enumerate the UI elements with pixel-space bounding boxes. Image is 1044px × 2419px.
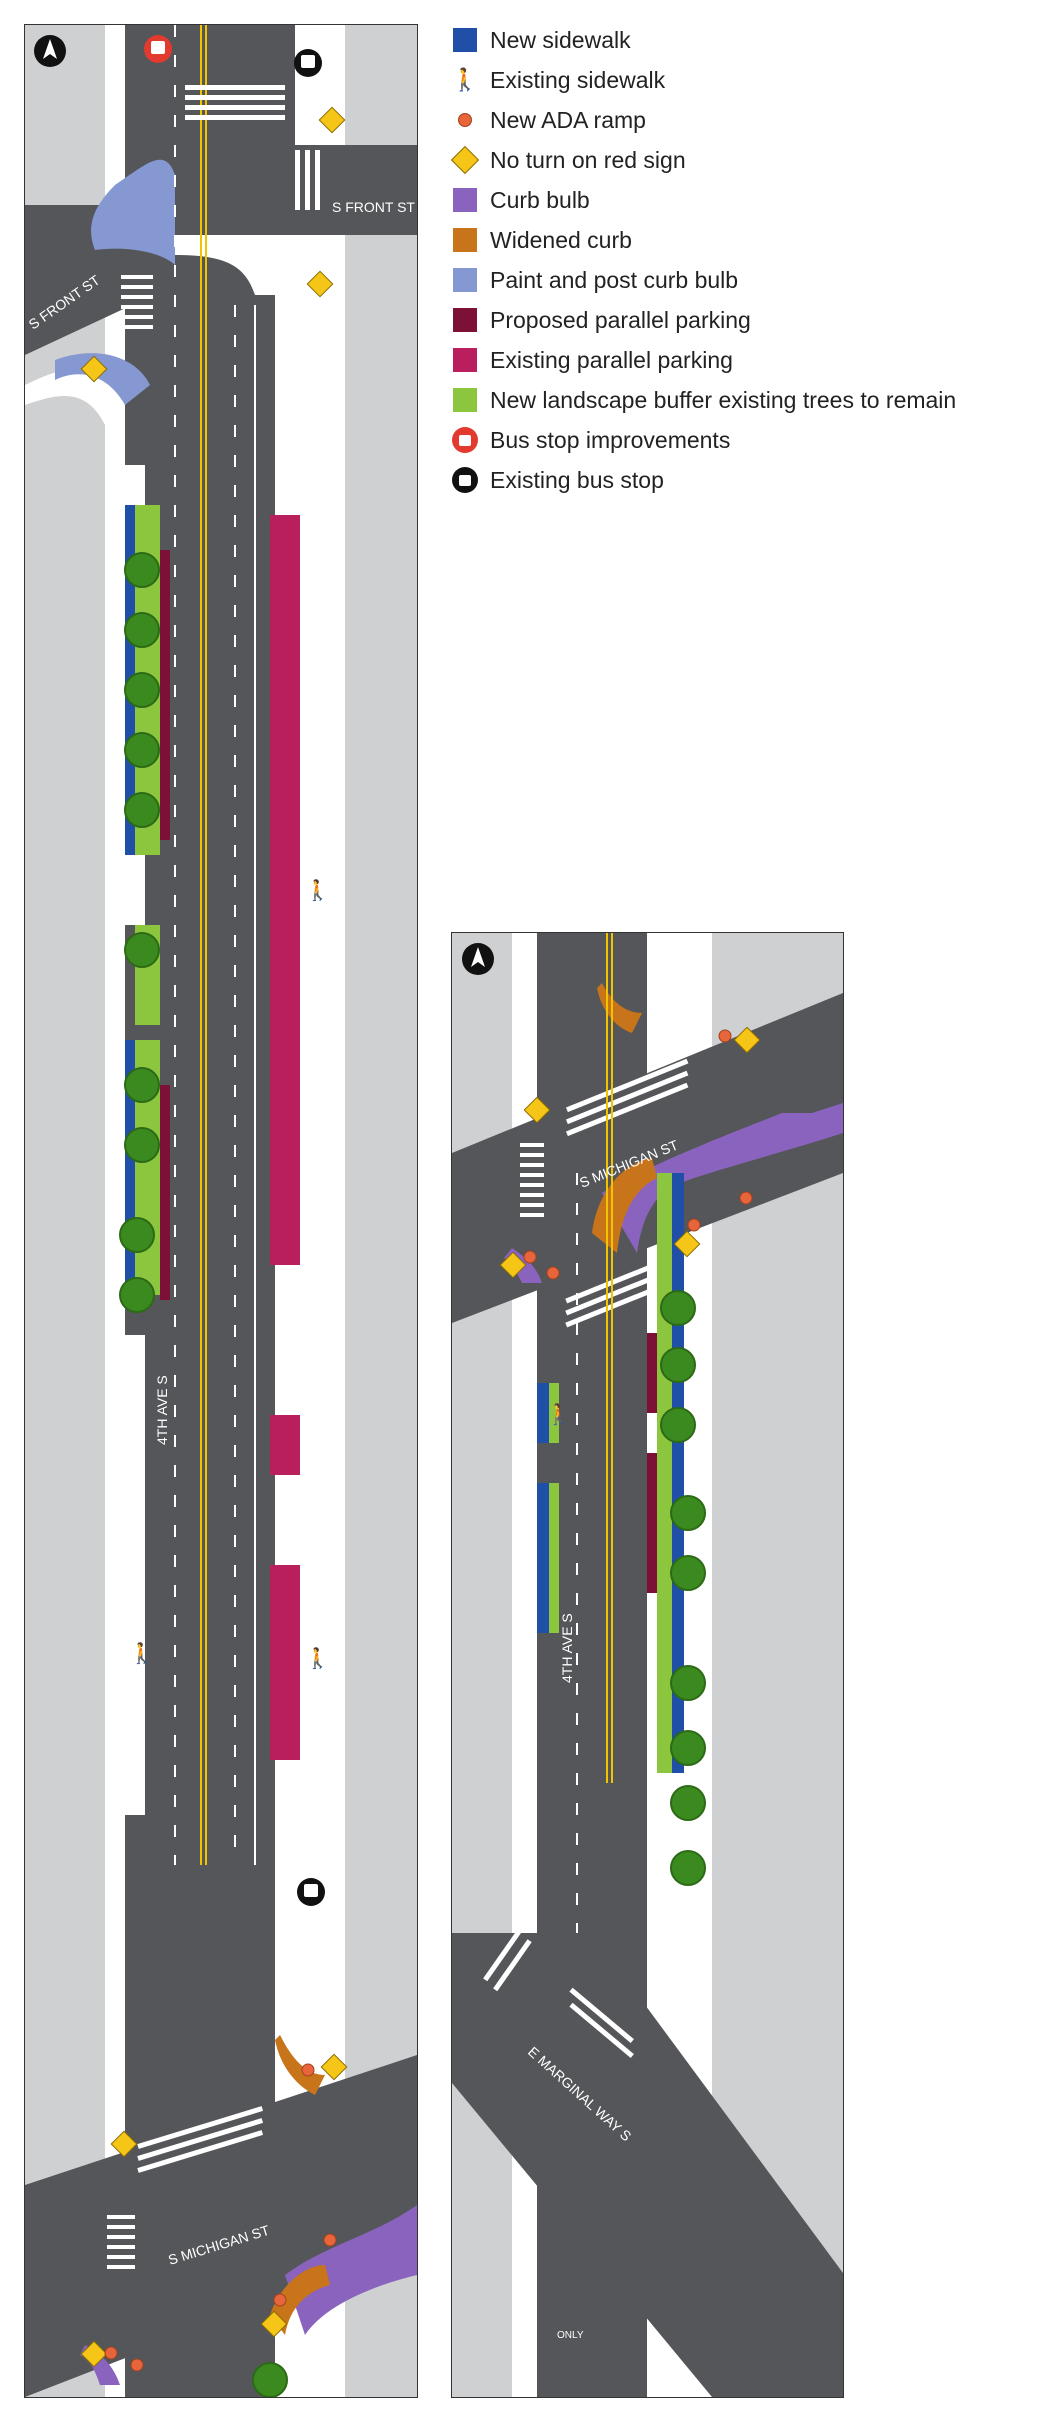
- legend-label: Proposed parallel parking: [490, 306, 751, 333]
- legend-item-proposed-parking: Proposed parallel parking: [450, 300, 1040, 340]
- widened-curb-4: [597, 983, 642, 1033]
- diamond-icon: [450, 145, 480, 175]
- square-icon: [450, 25, 480, 55]
- street-label-4th-ave-2: 4TH AVE S: [559, 1613, 575, 1683]
- crosswalk-michigan-south-2: [565, 1257, 670, 1328]
- widened-curb-3: [592, 1158, 657, 1253]
- legend-item-curb-bulb: Curb bulb: [450, 180, 1040, 220]
- legend-label: Existing parallel parking: [490, 346, 733, 373]
- legend-label: Existing sidewalk: [490, 66, 666, 93]
- existing-sidewalk-icon-3: 🚶: [305, 1646, 330, 1670]
- existing-parking-3: [270, 1565, 300, 1760]
- bus-stop-improvement-icon: [144, 35, 172, 63]
- legend-label: Paint and post curb bulb: [490, 266, 739, 293]
- landscape-buffer-4: [549, 1383, 559, 1443]
- ada-ramps-map1: [104, 2063, 337, 2372]
- road-marginal-way: [452, 1933, 843, 2397]
- bus-black-icon: [450, 465, 480, 495]
- square-icon: [450, 385, 480, 415]
- legend-item-ada-ramp: New ADA ramp: [450, 100, 1040, 140]
- widened-curb-2: [270, 2265, 330, 2335]
- street-label-4th-ave: 4TH AVE S: [154, 1375, 170, 1445]
- road-michigan: [25, 2055, 417, 2397]
- crosswalk-front-east: [295, 150, 320, 210]
- legend-item-landscape-buffer: New landscape buffer existing trees to r…: [450, 380, 1040, 420]
- legend-label: Bus stop improvements: [490, 426, 731, 453]
- paint-post-curb-bulb-1: [91, 159, 175, 265]
- existing-sidewalk-icon-2: 🚶: [129, 1641, 154, 1665]
- legend-label: New ADA ramp: [490, 106, 646, 133]
- legend-label: Curb bulb: [490, 186, 590, 213]
- existing-sidewalk-icon-4: 🚶: [546, 1402, 571, 1426]
- crosswalk-michigan-north-2: [565, 1058, 689, 1137]
- existing-parking-2: [270, 1415, 300, 1475]
- legend-item-bus-stop-improvements: Bus stop improvements: [450, 420, 1040, 460]
- legend-item-widened-curb: Widened curb: [450, 220, 1040, 260]
- legend-label: No turn on red sign: [490, 146, 686, 173]
- tree-row-north: [119, 552, 288, 2397]
- paint-post-curb-bulb-2: [55, 353, 150, 405]
- no-turn-on-red-signs-map2: [499, 1026, 761, 1279]
- proposed-parking-4: [647, 1453, 657, 1593]
- proposed-parking-1: [160, 550, 170, 840]
- existing-bus-stop-icon: [294, 49, 322, 77]
- legend-label: New sidewalk: [490, 26, 631, 53]
- proposed-parking-2: [160, 1085, 170, 1300]
- dot-icon: [450, 105, 480, 135]
- crosswalk-michigan-west-2: [520, 1143, 544, 1217]
- ada-ramps-map2: [523, 1029, 753, 1280]
- legend-label: New landscape buffer existing trees to r…: [490, 386, 957, 413]
- legend-item-new-sidewalk: New sidewalk: [450, 20, 1040, 60]
- legend-item-existing-bus-stop: Existing bus stop: [450, 460, 1040, 500]
- new-sidewalk-4: [537, 1483, 549, 1633]
- square-icon: [450, 305, 480, 335]
- west-sidewalk-strip-3: [125, 1335, 145, 1815]
- existing-sidewalk-icon-1: 🚶: [305, 878, 330, 902]
- existing-parking-1: [270, 515, 300, 1265]
- curb-bulb-michigan-2: [602, 1103, 843, 1253]
- square-icon: [450, 225, 480, 255]
- curb-bulb-michigan-east: [285, 2205, 417, 2335]
- north-arrow-icon-2: [462, 943, 494, 975]
- crosswalk-michigan-west: [107, 2215, 135, 2269]
- bus-red-icon: [450, 425, 480, 455]
- only-marking: ONLY: [557, 2330, 584, 2341]
- legend: New sidewalk 🚶 Existing sidewalk New ADA…: [450, 20, 1040, 500]
- proposed-parking-3: [647, 1333, 657, 1413]
- existing-bus-stop-icon-2: [297, 1878, 325, 1906]
- widened-curb-1: [275, 2035, 325, 2095]
- square-icon: [450, 345, 480, 375]
- crosswalk-marginal-2: [483, 1929, 634, 2059]
- street-label-front-east: S FRONT ST: [332, 199, 415, 215]
- map-panel-north: 🚶 🚶 🚶 S FRONT ST S FRONT ST 4TH AVE S S …: [24, 24, 418, 2398]
- new-sidewalk-3: [537, 1383, 549, 1443]
- no-turn-on-red-signs-map1: [80, 106, 348, 2368]
- legend-item-no-turn-on-red: No turn on red sign: [450, 140, 1040, 180]
- legend-label: Existing bus stop: [490, 466, 664, 493]
- pedestrian-icon: 🚶: [451, 67, 479, 92]
- north-arrow-icon: [34, 35, 66, 67]
- east-sidewalk: [300, 255, 325, 2035]
- square-icon: [450, 265, 480, 295]
- road-michigan-2: [452, 993, 843, 1323]
- legend-item-paint-post: Paint and post curb bulb: [450, 260, 1040, 300]
- landscape-buffer-6: [657, 1173, 672, 1773]
- legend-item-existing-sidewalk: 🚶 Existing sidewalk: [450, 60, 1040, 100]
- new-sidewalk-2: [125, 1040, 135, 1295]
- legend-item-existing-parking: Existing parallel parking: [450, 340, 1040, 380]
- map-north-drawing: 🚶 🚶 🚶 S FRONT ST S FRONT ST 4TH AVE S S …: [25, 25, 417, 2397]
- tree-row-south: [660, 1290, 706, 1886]
- crosswalk-front-north: [185, 85, 285, 120]
- landscape-buffer-5: [549, 1483, 559, 1633]
- map-south-drawing: 🚶 S MICHIGAN ST 4TH AVE S E MARGINAL WAY…: [452, 933, 843, 2397]
- map-panel-south: 🚶 S MICHIGAN ST 4TH AVE S E MARGINAL WAY…: [451, 932, 844, 2398]
- crosswalk-michigan-north: [137, 2106, 264, 2173]
- square-icon: [450, 185, 480, 215]
- legend-label: Widened curb: [490, 226, 632, 253]
- crosswalk-front-west: [121, 275, 153, 329]
